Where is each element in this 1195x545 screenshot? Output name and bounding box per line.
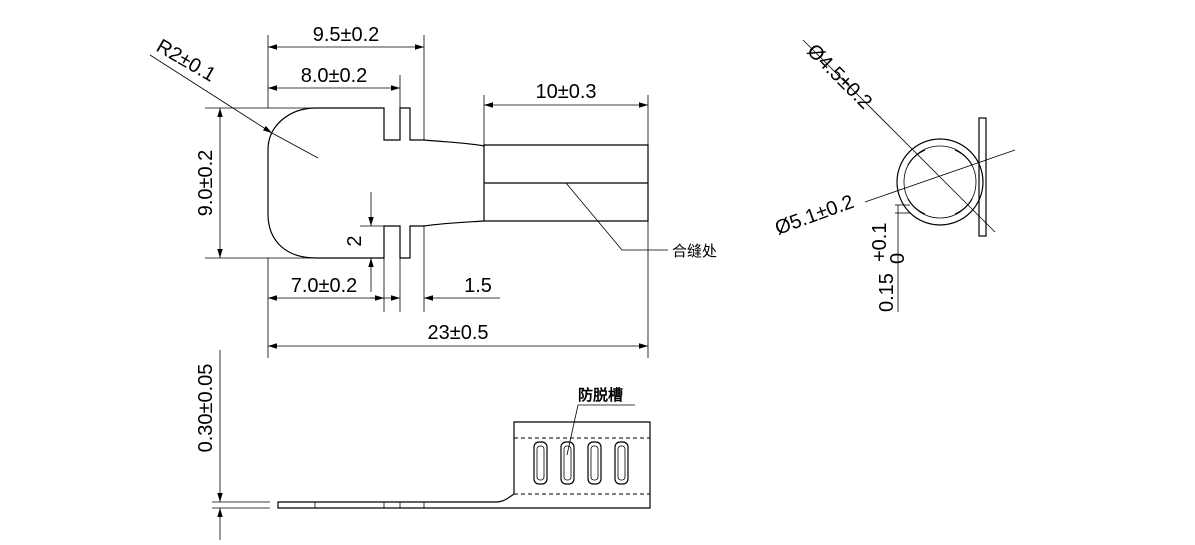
dim-8-0-label: 8.0±0.2 (301, 65, 368, 87)
seam-callout: 合缝处 (565, 182, 717, 260)
groove-3-inner (590, 445, 599, 481)
dim-thickness-0-15: 0.15 +0.1 0 (869, 223, 909, 312)
groove-4-inner (617, 445, 626, 481)
dim-r2-label: R2±0.1 (153, 35, 220, 86)
side-view: 防脱槽 (277, 386, 651, 509)
dia-5-1-leader (864, 149, 1016, 203)
dim-9-0: 9.0±0.2 (195, 107, 316, 259)
dim-9-0-label: 9.0±0.2 (195, 150, 217, 217)
dim-0-30: 0.30±0.05 (195, 350, 270, 540)
dim-9-5: 9.5±0.2 (267, 24, 425, 140)
barrel-inner-circle (903, 145, 977, 219)
thickness-upper-tol: +0.1 (869, 223, 891, 262)
seam-flange (978, 117, 987, 237)
thickness-lower-tol: 0 (887, 253, 909, 264)
dim-r2: R2±0.1 (149, 35, 319, 159)
thickness-label: 0.15 (876, 273, 898, 312)
serration-3 (954, 198, 973, 215)
dim-7-0-label: 7.0±0.2 (291, 275, 358, 297)
dim-10: 10±0.3 (483, 81, 649, 145)
groove-4 (614, 441, 629, 485)
dim-23-label: 23±0.5 (427, 322, 488, 344)
dim-dia-4-5: Ø4.5±0.2 (802, 40, 876, 114)
dim-0-30-label: 0.30±0.05 (195, 364, 217, 453)
dia-4-5-label: Ø4.5±0.2 (802, 40, 876, 114)
dim-8-0: 8.0±0.2 (268, 65, 401, 108)
dim-7-0: 7.0±0.2 (267, 258, 385, 358)
serration-4 (907, 198, 926, 215)
seam-label: 合缝处 (672, 242, 717, 260)
dim-2: 2 (344, 192, 384, 292)
dim-2-label: 2 (344, 235, 366, 246)
dia-4-5-leader (802, 39, 996, 233)
groove-1 (533, 441, 548, 485)
end-view (802, 39, 1016, 312)
dia-5-1-label: Ø5.1±0.2 (772, 191, 857, 240)
barrel-outer-circle (896, 138, 984, 226)
groove-2 (560, 441, 575, 485)
groove-2-inner (563, 445, 572, 481)
dim-1-5-label: 1.5 (464, 275, 492, 297)
serration-1 (907, 149, 926, 166)
serration-2 (954, 149, 973, 166)
groove-3 (587, 441, 602, 485)
side-profile (277, 421, 651, 509)
groove-label: 防脱槽 (578, 386, 623, 404)
top-view (267, 107, 649, 259)
groove-1-inner (536, 445, 545, 481)
dim-9-5-label: 9.5±0.2 (313, 24, 380, 46)
dim-23: 23±0.5 (268, 221, 649, 358)
dim-dia-5-1: Ø5.1±0.2 (772, 191, 857, 240)
dim-1-5: 1.5 (370, 226, 500, 312)
groove-callout-leader (566, 404, 635, 456)
dim-10-label: 10±0.3 (535, 81, 596, 103)
